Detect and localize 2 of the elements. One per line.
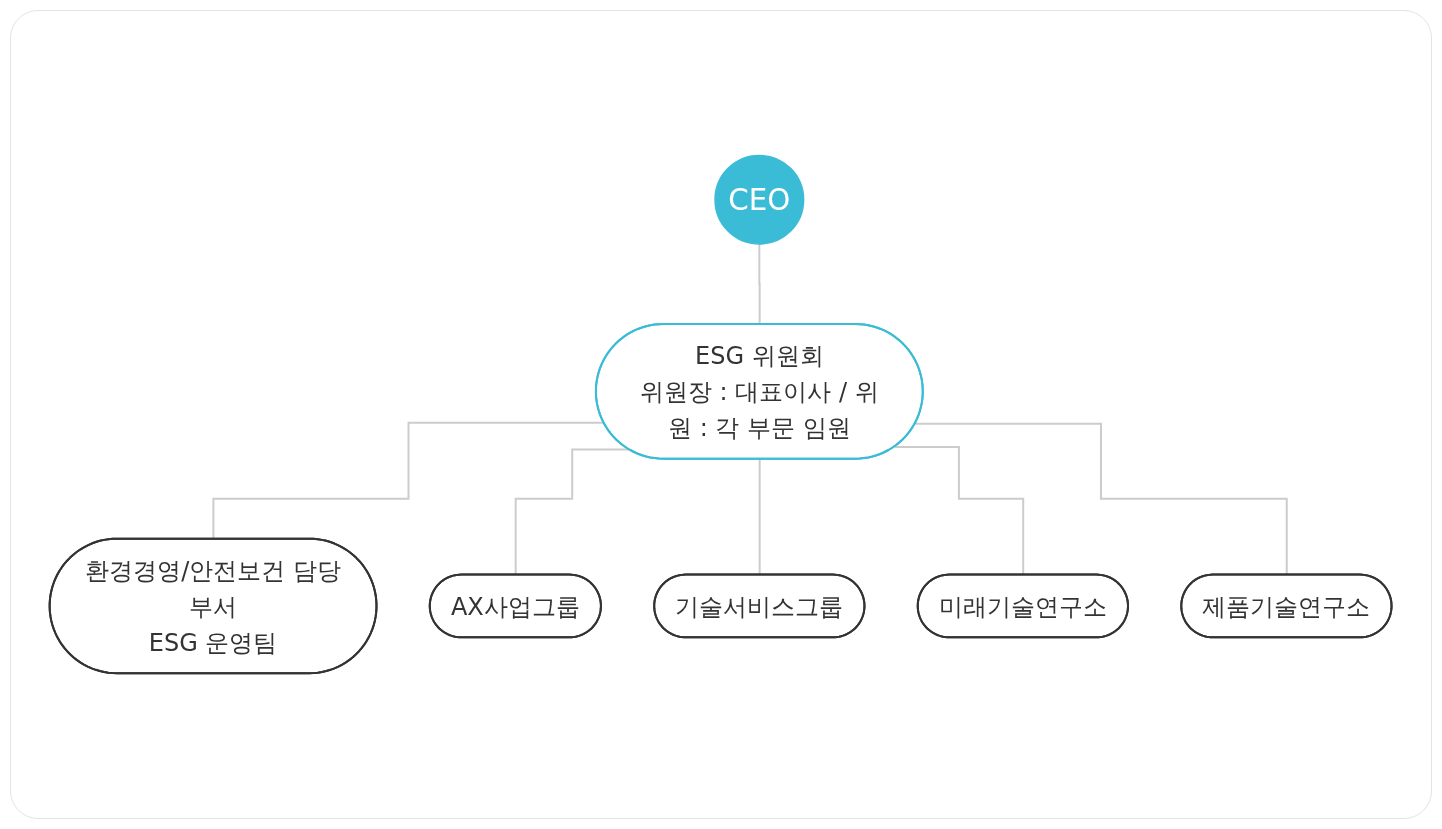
connector (758, 243, 762, 326)
node-circle: CEO (714, 154, 805, 245)
